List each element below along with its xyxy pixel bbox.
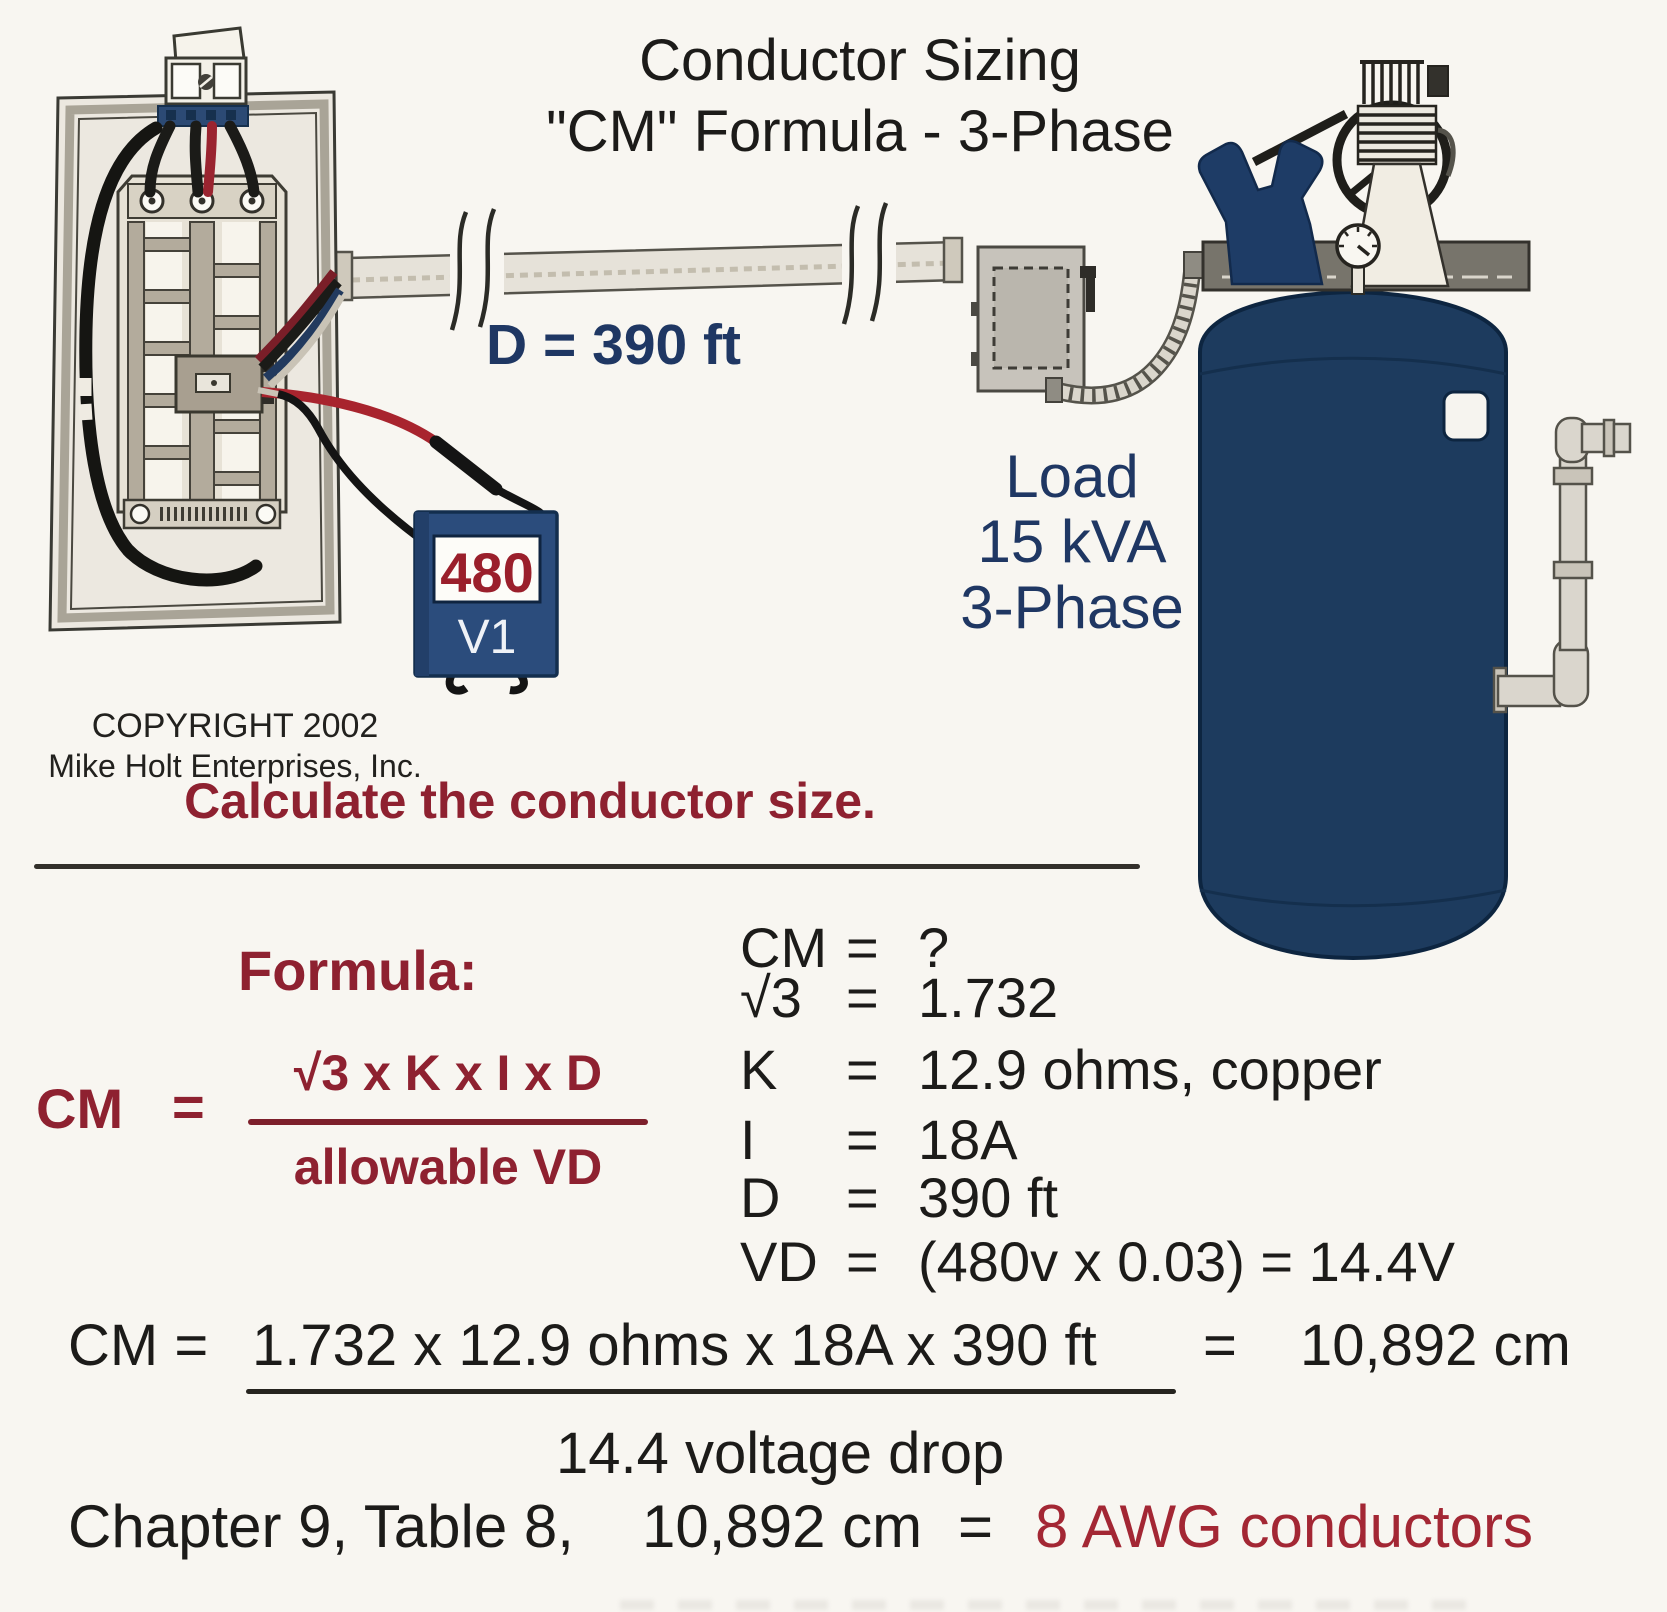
variable-name: √3 <box>740 966 802 1029</box>
variable-equals: = <box>846 1166 879 1229</box>
calculation-lhs: CM = <box>68 1313 209 1378</box>
formula-lhs: CM <box>36 1077 124 1140</box>
variable-equals: = <box>846 1230 879 1293</box>
calculation-result: 10,892 cm <box>1300 1313 1571 1378</box>
copyright-notice: COPYRIGHT 2002 Mike Holt Enterprises, In… <box>30 706 440 785</box>
title-line-1: Conductor Sizing <box>639 28 1081 93</box>
variable-row: D = 390 ft <box>740 1165 1058 1230</box>
variable-name: CM <box>740 916 828 979</box>
formula-numerator: √3 x K x I x D <box>293 1045 603 1101</box>
load-line-1: Load <box>1005 443 1139 510</box>
conclusion-equals: = <box>958 1493 994 1560</box>
variable-equals: = <box>846 1108 879 1171</box>
variable-name: K <box>740 1038 778 1101</box>
formula-denominator: allowable VD <box>293 1139 603 1195</box>
conclusion-value: 10,892 cm <box>642 1493 923 1560</box>
conduit-icon <box>334 202 964 331</box>
title-line-2: "CM" Formula - 3-Phase <box>546 98 1174 164</box>
voltmeter-reading: 480 <box>440 541 534 604</box>
calculation-numerator: 1.732 x 12.9 ohms x 18A x 390 ft <box>252 1313 1097 1378</box>
problem-heading: Calculate the conductor size. <box>184 773 876 829</box>
variable-row: CM = ? <box>740 915 949 980</box>
variable-equals: = <box>846 916 879 979</box>
variable-value: (480v x 0.03) = 14.4V <box>918 1230 1456 1293</box>
formula-label: Formula: <box>238 939 478 1002</box>
voltmeter-icon <box>257 387 559 695</box>
variable-row: VD = (480v x 0.03) = 14.4V <box>740 1229 1455 1294</box>
variable-name: D <box>740 1166 781 1229</box>
conclusion-answer: 8 AWG conductors <box>1035 1493 1533 1560</box>
panelboard-icon <box>48 26 346 632</box>
variable-value: 18A <box>918 1108 1018 1171</box>
disconnect-box-icon <box>971 245 1201 405</box>
calculation-fraction-bar <box>246 1389 1176 1394</box>
variable-value: 12.9 ohms, copper <box>918 1038 1382 1101</box>
variable-value: 390 ft <box>918 1166 1059 1229</box>
variable-row: √3 = 1.732 <box>740 965 1058 1030</box>
variable-row: K = 12.9 ohms, copper <box>740 1037 1382 1102</box>
air-compressor-icon <box>1183 60 1632 961</box>
variable-value: 1.732 <box>918 966 1059 1029</box>
variable-equals: = <box>846 966 879 1029</box>
formula-fraction-bar <box>248 1119 648 1125</box>
divider-rule <box>34 864 1140 869</box>
load-line-3: 3-Phase <box>960 573 1184 641</box>
variable-value: ? <box>918 916 950 979</box>
diagram-illustration <box>48 26 1632 961</box>
calculation-denominator: 14.4 voltage drop <box>556 1421 1005 1486</box>
load-line-2: 15 kVA <box>977 508 1167 576</box>
load-label: Load 15 kVA 3-Phase <box>930 443 1214 641</box>
formula-equals: = <box>172 1075 205 1138</box>
page-edge-smudge <box>620 1600 1480 1610</box>
voltmeter-label: V1 <box>457 611 517 664</box>
copyright-line-2: Mike Holt Enterprises, Inc. <box>48 747 422 784</box>
variable-name: VD <box>740 1230 818 1293</box>
conclusion-reference: Chapter 9, Table 8, <box>68 1493 574 1560</box>
distance-label: D = 390 ft <box>486 313 742 377</box>
variable-name: I <box>740 1108 756 1171</box>
page-title: Conductor Sizing "CM" Formula - 3-Phase <box>450 26 1270 168</box>
calculation-equals: = <box>1203 1313 1237 1378</box>
copyright-line-1: COPYRIGHT 2002 <box>91 707 379 745</box>
variable-equals: = <box>846 1038 879 1101</box>
variable-row: I = 18A <box>740 1107 1018 1172</box>
